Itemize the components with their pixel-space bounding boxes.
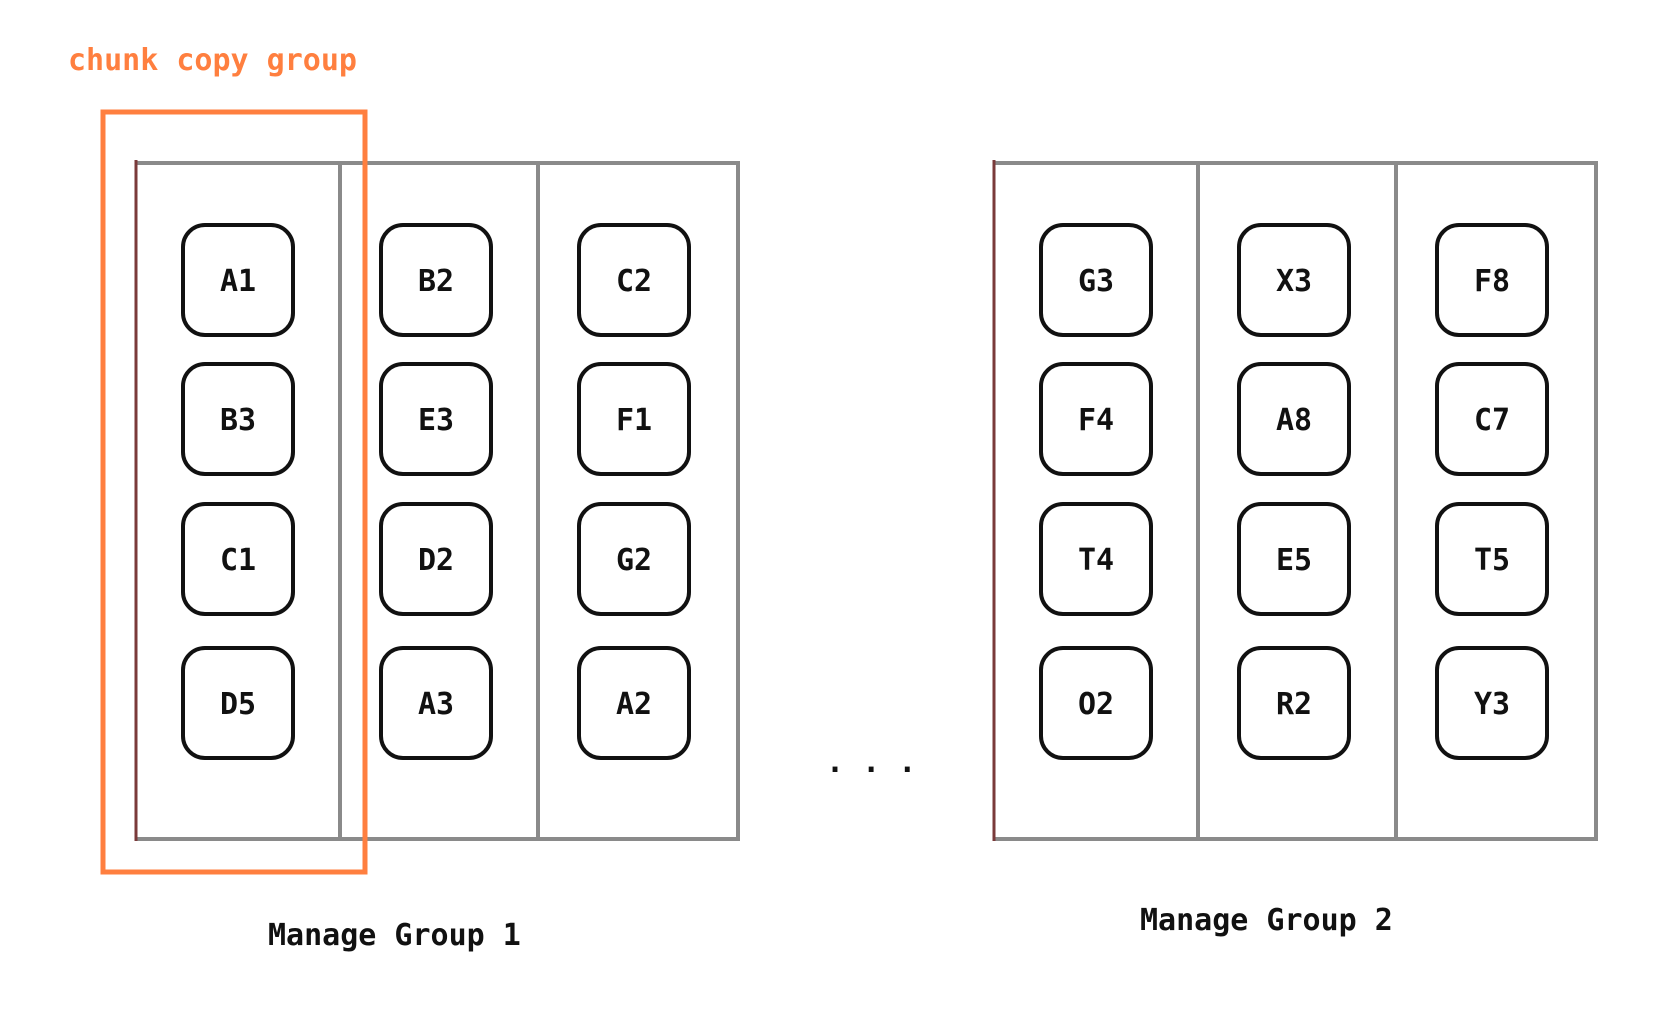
chunk-node: A2 [577,646,691,760]
chunk-label: C1 [220,543,256,578]
chunk-label: G2 [616,543,652,578]
chunk-box [1039,223,1153,337]
chunk-label: F8 [1474,264,1510,299]
chunk-label: G3 [1078,264,1114,299]
chunk-node: G3 [1039,223,1153,337]
chunk-node: F1 [577,362,691,476]
chunk-node: Y3 [1435,646,1549,760]
chunk-box [1237,646,1351,760]
chunk-box [181,502,295,616]
chunk-label: A1 [220,264,256,299]
chunk-node: A8 [1237,362,1351,476]
chunk-label: E3 [418,403,454,438]
manage-group-2 [992,160,1598,841]
chunk-label: T5 [1474,543,1510,578]
chunk-copy-group-label: chunk copy group [68,43,357,78]
chunk-node: E5 [1237,502,1351,616]
chunk-node: A1 [181,223,295,337]
chunk-node: D2 [379,502,493,616]
chunk-label: O2 [1078,687,1114,722]
chunk-label: R2 [1276,687,1312,722]
chunk-box [181,223,295,337]
chunk-label: Y3 [1474,687,1510,722]
chunk-node: T5 [1435,502,1549,616]
chunk-node: C2 [577,223,691,337]
chunk-box [1039,362,1153,476]
chunk-box [181,362,295,476]
chunk-box [1237,502,1351,616]
chunk-node: T4 [1039,502,1153,616]
chunk-box [577,223,691,337]
chunk-label: X3 [1276,264,1312,299]
chunk-box [577,502,691,616]
ellipsis: . . . [826,745,916,780]
chunk-box [1039,502,1153,616]
chunk-label: E5 [1276,543,1312,578]
chunk-label: T4 [1078,543,1114,578]
chunk-label: A8 [1276,403,1312,438]
chunk-node: A3 [379,646,493,760]
chunk-node: D5 [181,646,295,760]
manage-group-1 [134,160,740,841]
chunk-node: F4 [1039,362,1153,476]
chunk-label: F1 [616,403,652,438]
chunk-label: F4 [1078,403,1114,438]
chunk-label: C7 [1474,403,1510,438]
chunk-box [379,362,493,476]
chunk-node: R2 [1237,646,1351,760]
chunk-label: B3 [220,403,256,438]
manage-group-1-label: Manage Group 1 [268,918,521,953]
chunk-node: E3 [379,362,493,476]
chunk-box [379,502,493,616]
chunk-box [181,646,295,760]
chunk-label: A2 [616,687,652,722]
chunk-box [379,223,493,337]
chunk-label: D5 [220,687,256,722]
chunk-box [379,646,493,760]
chunk-box [1237,362,1351,476]
chunk-label: B2 [418,264,454,299]
chunk-box [1435,362,1549,476]
chunk-box [577,362,691,476]
chunk-node: C7 [1435,362,1549,476]
chunk-label: A3 [418,687,454,722]
chunk-box [1435,502,1549,616]
chunk-node: B3 [181,362,295,476]
chunk-node: F8 [1435,223,1549,337]
chunk-node: O2 [1039,646,1153,760]
chunk-node: C1 [181,502,295,616]
chunk-box [1435,223,1549,337]
chunk-copy-group-highlight [100,109,368,875]
chunk-label: C2 [616,264,652,299]
chunk-node: B2 [379,223,493,337]
manage-group-2-label: Manage Group 2 [1140,903,1393,938]
chunk-label: D2 [418,543,454,578]
chunk-node: X3 [1237,223,1351,337]
chunk-box [1237,223,1351,337]
chunk-node: G2 [577,502,691,616]
chunk-box [577,646,691,760]
chunk-box [1435,646,1549,760]
chunk-box [1039,646,1153,760]
